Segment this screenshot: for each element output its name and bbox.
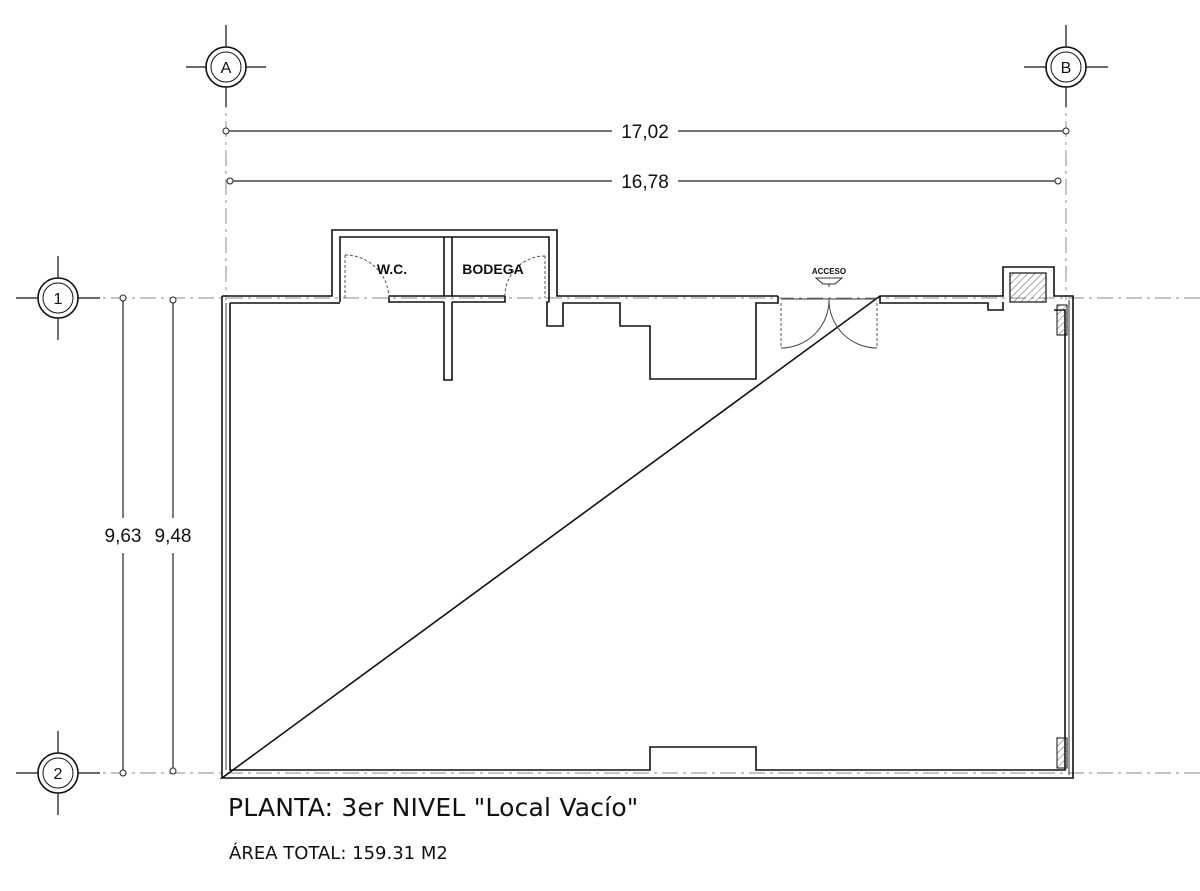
column-hatch-top — [1009, 272, 1068, 769]
top-wall-segments — [330, 296, 1004, 380]
area-value: 159.31 M2 — [352, 843, 448, 864]
exterior-walls — [219, 229, 1074, 779]
plan-area: ÁREA TOTAL: 159.31 M2 — [229, 843, 448, 864]
dim-label-depth-outer: 9,63 — [105, 526, 142, 547]
dim-label-width-inner: 16,78 — [621, 172, 669, 193]
dim-label-width-outer: 17,02 — [621, 122, 669, 143]
grid-label-1: 1 — [54, 291, 63, 308]
access-label: ACCESO — [812, 267, 846, 276]
room-label-wc: W.C. — [377, 261, 407, 277]
dim-label-depth-inner: 9,48 — [155, 526, 192, 547]
grid-bubble-2: 2 — [16, 731, 100, 815]
partition-wall — [389, 237, 505, 381]
bodega-door — [504, 255, 546, 298]
grid-label-2: 2 — [54, 766, 63, 783]
dimension-width-inner: 16,78 — [226, 172, 1062, 193]
grid-bubble-a: A — [186, 25, 266, 107]
room-label-bodega: BODEGA — [462, 261, 523, 277]
access-marker: ACCESO — [812, 267, 846, 287]
plan-title: PLANTA: 3er NIVEL "Local Vacío" — [228, 793, 639, 822]
grid-bubble-1: 1 — [16, 256, 100, 340]
grid-label-a: A — [221, 60, 232, 77]
wc-door — [344, 254, 390, 300]
access-door — [780, 298, 878, 349]
dimension-depth-outer: 9,63 — [105, 294, 142, 777]
dimension-depth-inner: 9,48 — [155, 296, 192, 775]
grid-bubble-b: B — [1024, 25, 1108, 107]
dimension-width-outer: 17,02 — [222, 122, 1070, 143]
grid-axes — [82, 92, 1200, 774]
grid-label-b: B — [1061, 60, 1072, 77]
area-label: ÁREA TOTAL: — [229, 843, 347, 864]
